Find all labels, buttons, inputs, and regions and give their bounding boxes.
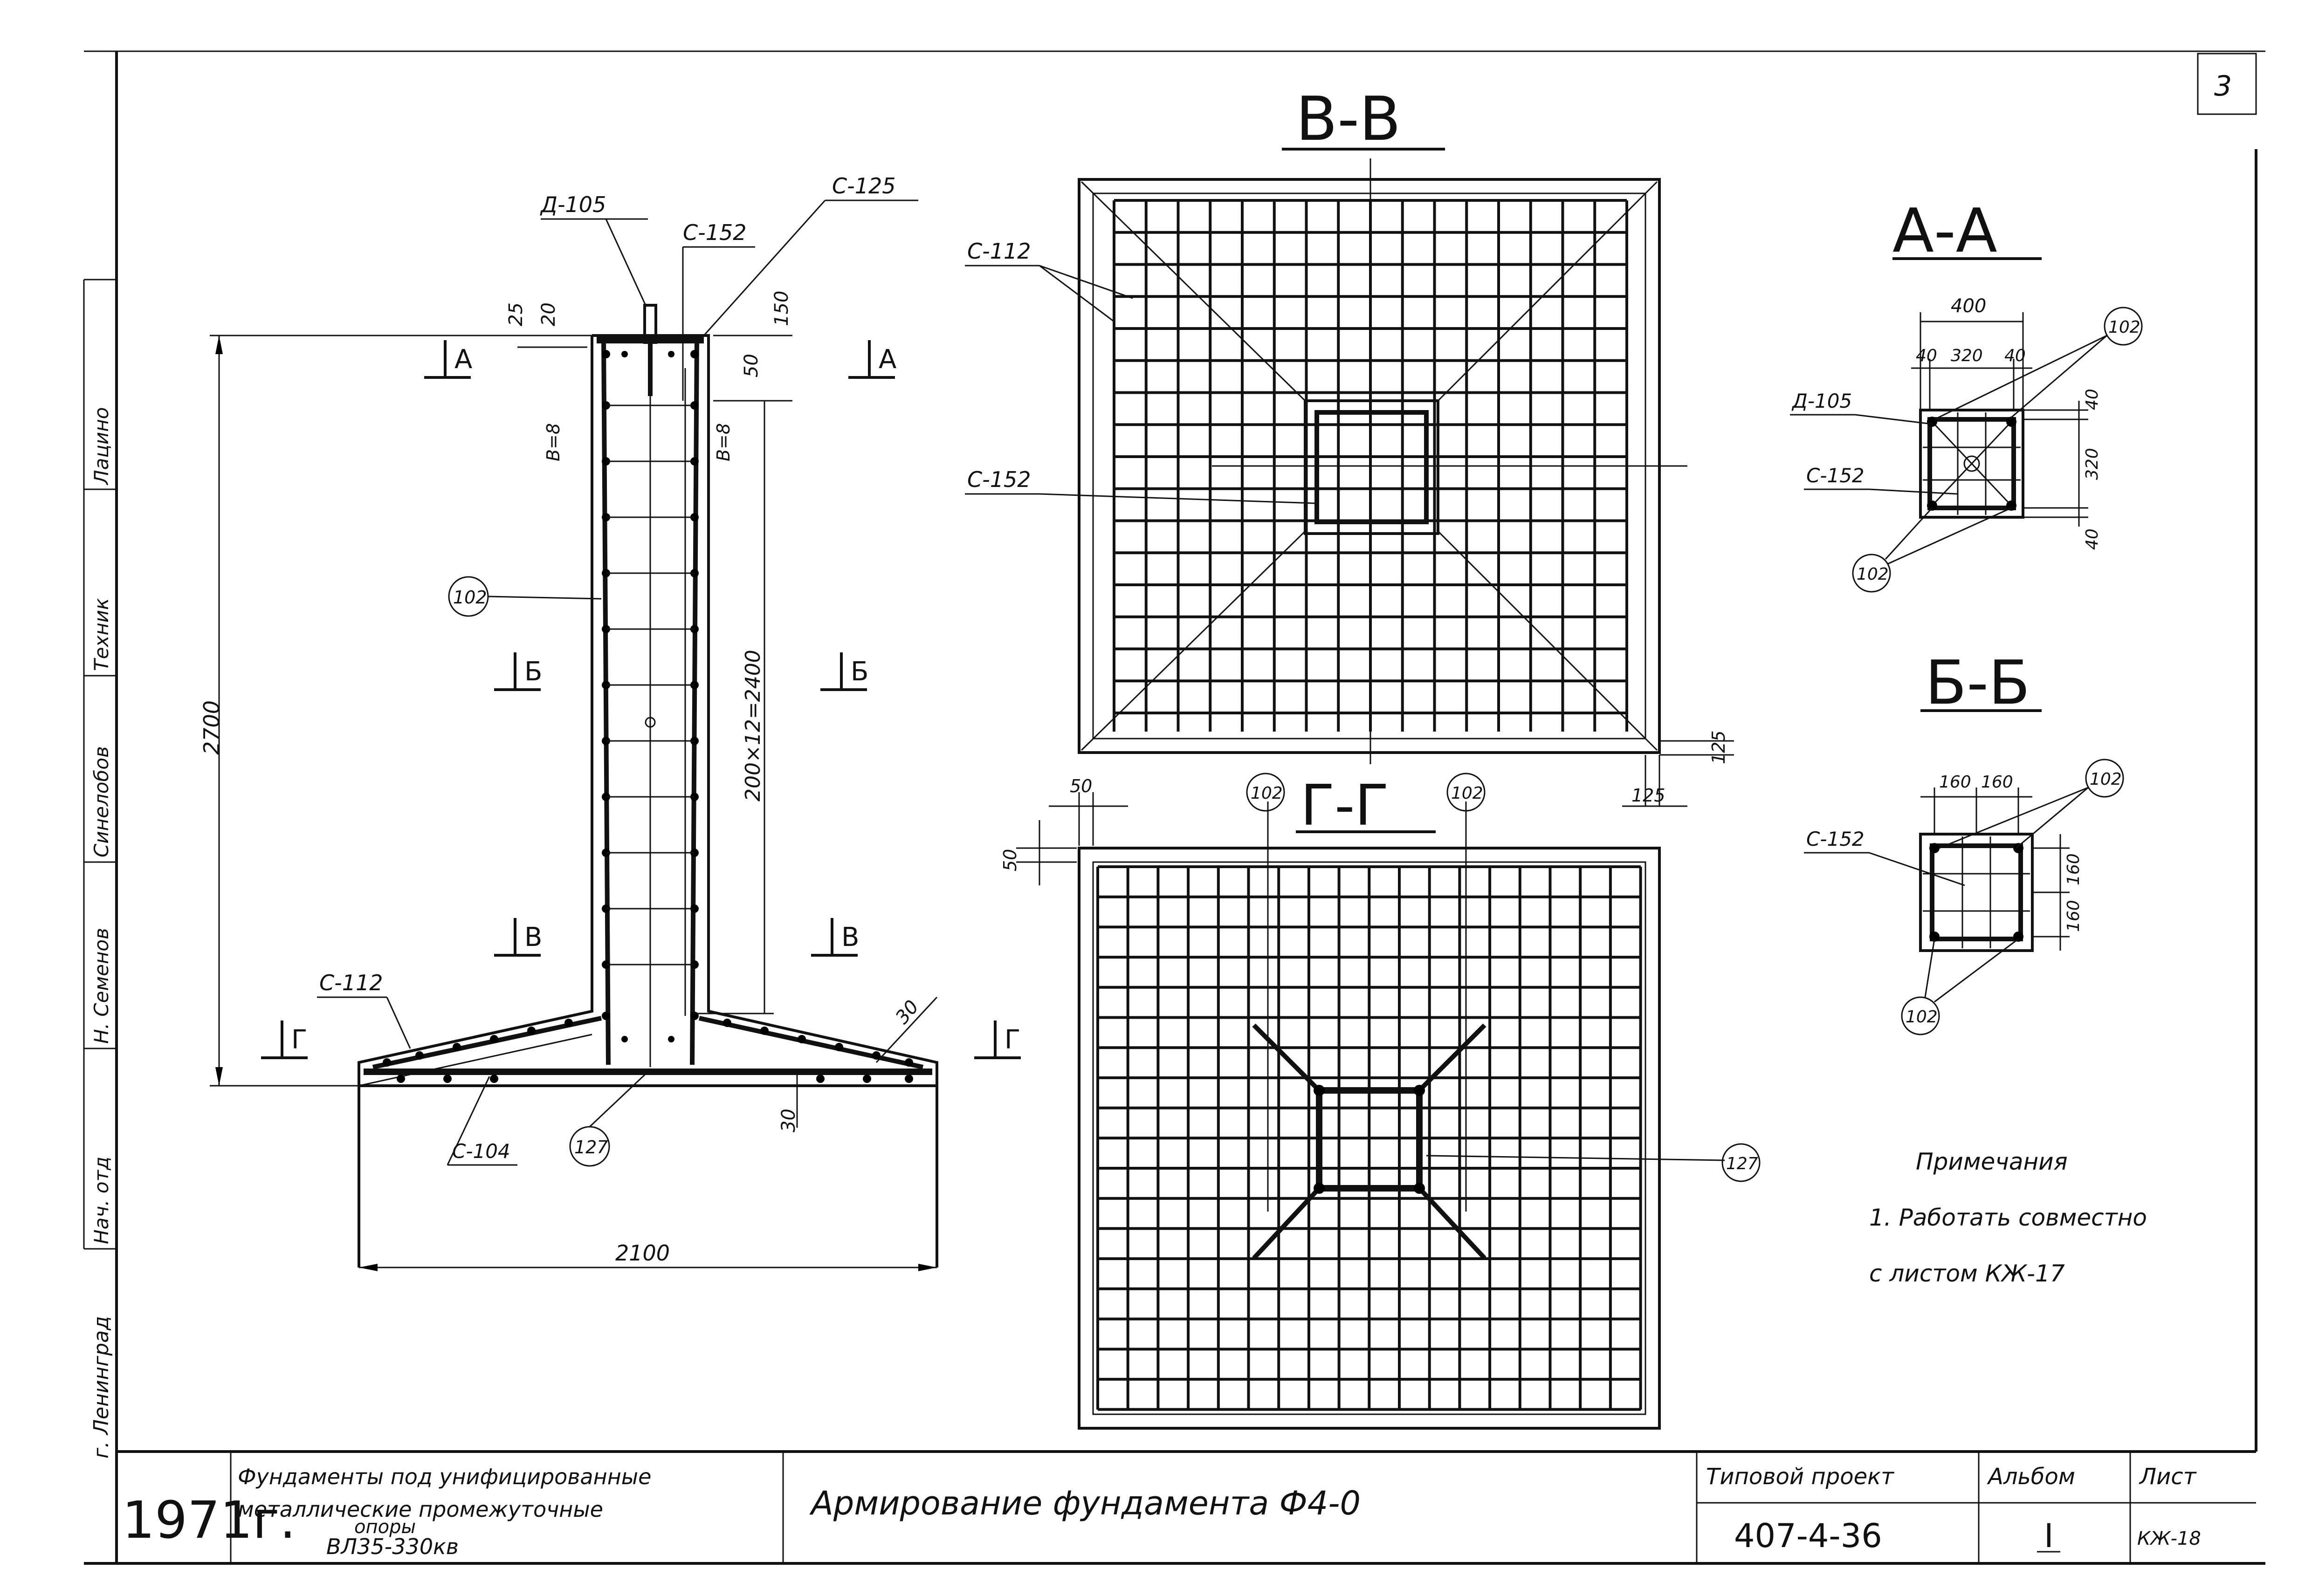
label-c152-top: С-152 (683, 220, 747, 245)
pos-102-aa-top: 102 (2108, 318, 2140, 337)
notes-title: Примечания (1916, 1148, 2068, 1175)
label-c104: С-104 (452, 1140, 510, 1163)
dim-v160b: 160 (2064, 900, 2083, 932)
section-bb-title: В-В (1296, 83, 1401, 154)
stamp-name3: Лацино (90, 407, 113, 486)
label-d105: Д-105 (540, 192, 606, 217)
stamp-role3: Техник (90, 598, 113, 671)
dim-20: 20 (538, 302, 559, 326)
dim-160a: 160 (1939, 773, 1971, 792)
dim-320: 320 (1951, 346, 1983, 365)
cut-g-right: Г (1005, 1025, 1020, 1055)
side-stamp: Лацино Техник Синелобов Н. Семенов Нач. … (83, 279, 117, 1459)
section-bebe: Б-Б 160 160 160 160 С-152 102 102 (1804, 647, 2124, 1035)
cut-marks: А А Б Б В В Г Г (261, 340, 1021, 1059)
cut-v-right: В (841, 922, 859, 952)
dim-b8-right: В=8 (713, 423, 734, 461)
section-bebe-title: Б-Б (1925, 647, 2030, 718)
dim-150: 150 (771, 291, 792, 326)
dim-50-top: 50 (1070, 776, 1092, 796)
dim-25: 25 (505, 302, 527, 326)
sheet-value: КЖ-18 (2137, 1528, 2201, 1549)
plan-gg-grid (1096, 865, 1642, 1411)
dim-400: 400 (1951, 295, 1986, 317)
dim-v40b: 40 (2083, 528, 2102, 550)
footing-bar-dots (383, 1019, 913, 1083)
dim-40a: 40 (1916, 346, 1937, 365)
project-label: Типовой проект (1706, 1464, 1895, 1490)
pos-127-gg: 127 (1726, 1154, 1758, 1173)
notes: Примечания 1. Работать совместно с листо… (1869, 1148, 2147, 1287)
section-gg-plan: Г-Г 102 102 127 50 50 (1000, 773, 1761, 1430)
label-c152-bebe: С-152 (1806, 828, 1865, 850)
dim-2700: 2700 (199, 700, 224, 755)
pos-102-aa-bottom: 102 (1857, 565, 1889, 584)
cut-a-left: А (454, 344, 472, 375)
stamp-city: г. Ленинград (89, 1316, 113, 1459)
label-c152-aa: С-152 (1806, 464, 1865, 487)
label-c112-plan: С-112 (967, 239, 1031, 264)
sheet-corner-box (2197, 53, 2257, 115)
pos-102-elev: 102 (453, 587, 487, 608)
pos-102-bebe-top: 102 (2090, 770, 2122, 789)
notes-line2: с листом КЖ-17 (1869, 1260, 2065, 1287)
title-description-line4: ВЛ35-330кв (326, 1534, 459, 1559)
dim-v320: 320 (2083, 448, 2102, 480)
title-description-line3: опоры (354, 1516, 416, 1538)
section-aa-title: А-А (1892, 195, 1997, 266)
dim-160b: 160 (1981, 773, 2013, 792)
dim-125-side: 125 (1708, 730, 1729, 764)
label-c125: С-125 (832, 173, 896, 199)
sheet-frame: 3 (84, 50, 2265, 1565)
album-label: Альбом (1987, 1464, 2075, 1490)
dim-v160a: 160 (2064, 853, 2083, 885)
dim-50-side: 50 (1000, 849, 1020, 871)
dim-200x12: 200×12=2400 (741, 650, 765, 801)
stamp-name2: Синелобов (90, 746, 113, 857)
pos-102-bebe-bottom: 102 (1906, 1007, 1938, 1027)
dim-40b: 40 (2004, 346, 2026, 365)
pos-127-elev: 127 (574, 1137, 608, 1158)
pos-102-gg-left: 102 (1251, 784, 1283, 803)
cut-b-right: Б (851, 657, 868, 687)
cut-g-left: Г (291, 1025, 307, 1055)
stamp-name1: Н. Семенов (90, 928, 113, 1044)
pos-102-gg-right: 102 (1451, 784, 1483, 803)
dim-30-base: 30 (778, 1109, 799, 1132)
project-value: 407-4-36 (1734, 1517, 1882, 1555)
drawing-title: Армирование фундамента Ф4-0 (809, 1484, 1361, 1522)
dim-50: 50 (741, 354, 762, 377)
dim-b8-left: В=8 (543, 423, 564, 461)
label-d105-aa: Д-105 (1791, 390, 1852, 412)
stamp-role1: Нач. отд (90, 1157, 113, 1244)
section-vv-plan: В-В 125 125 С-112 С-152 (965, 83, 1734, 807)
dim-2100: 2100 (615, 1240, 670, 1266)
dim-125-bottom: 125 (1631, 785, 1665, 806)
notes-line1: 1. Работать совместно (1869, 1204, 2147, 1231)
title-description-line1: Фундаменты под унифицированные (238, 1464, 651, 1489)
title-description-line2: металлические промежуточные (238, 1497, 603, 1522)
section-aa: А-А 400 40 320 40 40 320 40 Д-105 (1790, 195, 2143, 593)
title-block: 1971г. Фундаменты под унифицированные ме… (117, 1450, 2256, 1563)
label-c152-plan: С-152 (967, 467, 1031, 492)
cut-b-left: Б (524, 657, 542, 687)
dim-v40a: 40 (2083, 389, 2102, 410)
title-year: 1971г. (122, 1490, 296, 1550)
dim-30-slope: 30 (891, 996, 923, 1028)
label-c112-elev: С-112 (319, 970, 383, 995)
sheet-label: Лист (2139, 1464, 2197, 1490)
cut-v-left: В (524, 922, 542, 952)
foundation-elevation: Д-105 С-152 С-125 25 20 50 150 В=8 В=8 2… (199, 173, 1021, 1271)
album-value: I (2044, 1517, 2054, 1555)
sheet-corner-mark: 3 (2214, 70, 2232, 103)
section-gg-title: Г-Г (1300, 774, 1389, 838)
column-stirrup-lines (606, 404, 695, 966)
cut-a-right: А (879, 344, 896, 375)
